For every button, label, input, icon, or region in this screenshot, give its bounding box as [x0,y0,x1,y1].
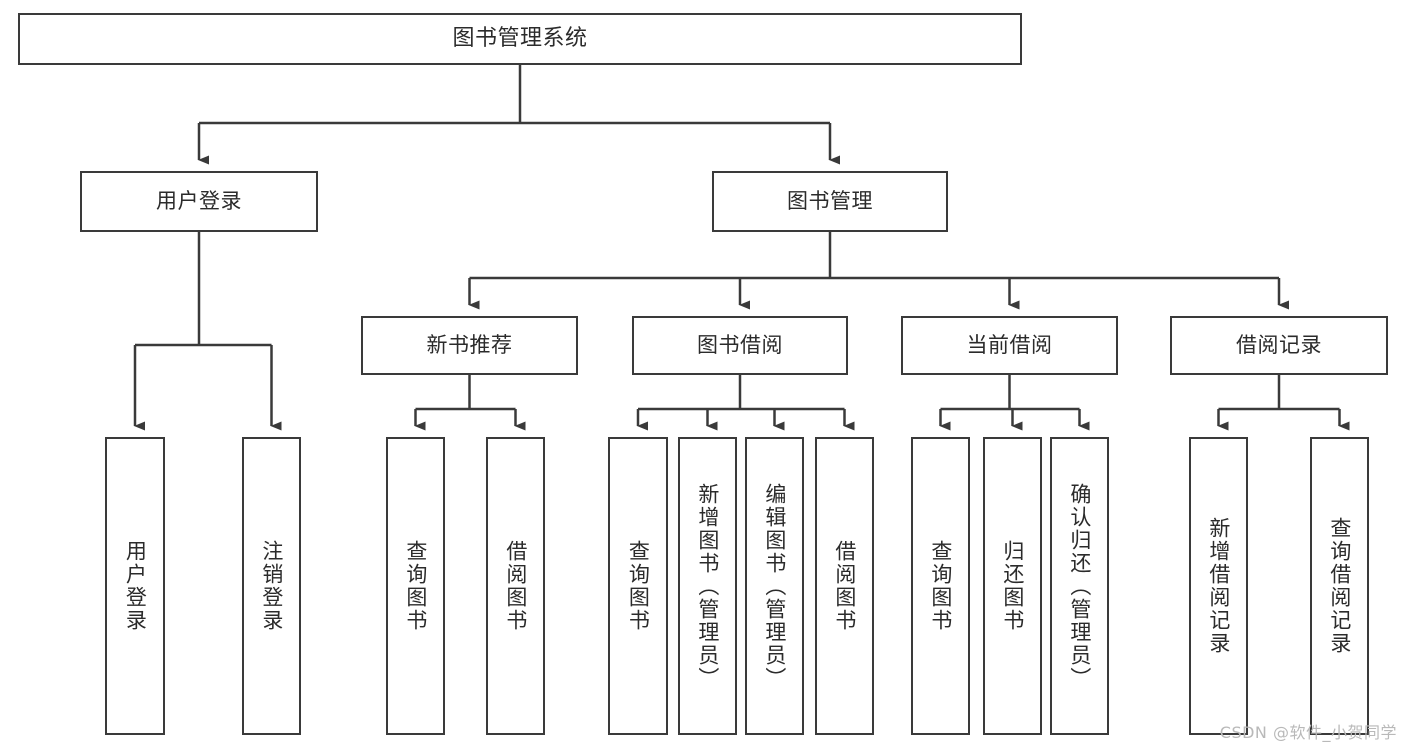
node-leaf-rc-query[interactable]: 查询借阅记录 [1310,437,1369,735]
node-records[interactable]: 借阅记录 [1170,316,1388,375]
node-label: 注销登录 [259,540,284,632]
node-leaf-bo-query[interactable]: 查询图书 [608,437,668,735]
node-leaf-user-logout[interactable]: 注销登录 [242,437,301,735]
node-leaf-nb-query[interactable]: 查询图书 [386,437,445,735]
watermark: CSDN @软件_小贺同学 [1219,723,1397,742]
node-label: 新增图书（管理员） [695,482,720,690]
node-label: 用户登录 [123,540,148,632]
node-label: 归还图书 [1000,540,1025,632]
node-leaf-cu-return[interactable]: 归还图书 [983,437,1042,735]
node-root[interactable]: 图书管理系统 [18,13,1022,65]
node-leaf-cu-confirm[interactable]: 确认归还（管理员） [1050,437,1109,735]
node-label: 新书推荐 [426,332,513,357]
node-leaf-nb-borrow[interactable]: 借阅图书 [486,437,545,735]
node-leaf-cu-query[interactable]: 查询图书 [911,437,970,735]
node-leaf-rc-add[interactable]: 新增借阅记录 [1189,437,1248,735]
node-leaf-bo-borrow[interactable]: 借阅图书 [815,437,874,735]
node-label: 当前借阅 [966,332,1053,357]
node-label: 查询图书 [928,540,953,632]
node-label: 图书管理 [787,188,873,213]
node-login[interactable]: 用户登录 [80,171,318,232]
node-label: 用户登录 [156,188,242,213]
node-label: 新增借阅记录 [1206,517,1231,655]
node-leaf-bo-edit[interactable]: 编辑图书（管理员） [745,437,804,735]
node-label: 图书借阅 [697,332,783,357]
node-label: 查询图书 [626,540,651,632]
node-label: 确认归还（管理员） [1067,482,1092,690]
node-label: 借阅图书 [832,540,857,632]
node-borrow[interactable]: 图书借阅 [632,316,848,375]
node-current[interactable]: 当前借阅 [901,316,1118,375]
node-leaf-bo-add[interactable]: 新增图书（管理员） [678,437,737,735]
node-newbook[interactable]: 新书推荐 [361,316,578,375]
node-label: 查询图书 [403,540,428,632]
node-label: 编辑图书（管理员） [762,482,787,690]
node-label: 图书管理系统 [452,25,588,51]
node-label: 查询借阅记录 [1327,517,1352,655]
node-bookmgmt[interactable]: 图书管理 [712,171,948,232]
node-label: 借阅记录 [1236,332,1322,357]
node-label: 借阅图书 [503,540,528,632]
node-leaf-user-login[interactable]: 用户登录 [105,437,165,735]
